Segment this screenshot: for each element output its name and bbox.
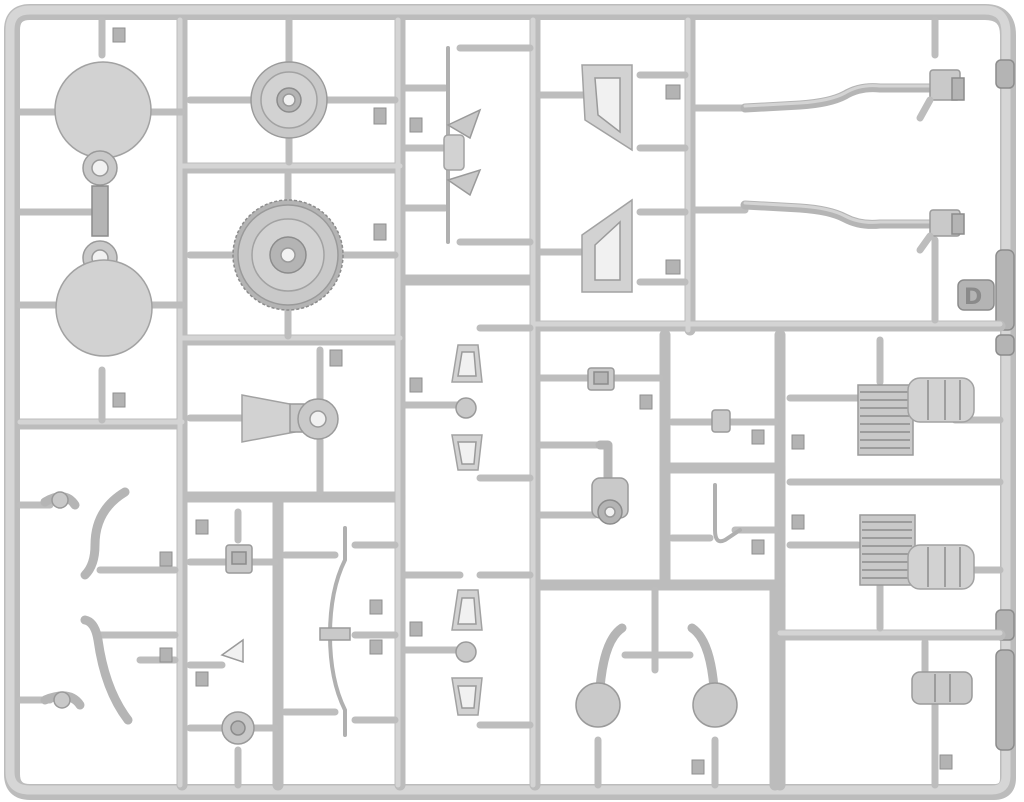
part-large-disc-group — [16, 16, 186, 424]
frame-side-stubs — [995, 59, 1015, 751]
part-lever-plates — [401, 324, 534, 729]
part-wheel-small — [186, 16, 399, 166]
cylinder-block-lower — [859, 514, 916, 586]
part-trapezoid-frames — [536, 64, 689, 293]
part-curved-arms — [16, 487, 179, 725]
part-gear-large — [186, 170, 399, 340]
part-twin-housings — [575, 586, 738, 789]
sprue-letter-badge: D — [957, 279, 995, 311]
sprue-runners — [14, 14, 1006, 791]
part-valve-pump — [536, 367, 664, 525]
part-brackets-pair — [401, 44, 534, 246]
disc-upper — [54, 61, 152, 159]
part-cylinder-blocks — [786, 336, 1004, 632]
part-small-cylinder — [911, 638, 973, 789]
disc-lower — [55, 259, 153, 357]
part-linkage-rod — [281, 526, 399, 737]
part-small-fittings — [186, 508, 279, 789]
cylinder-block-upper — [857, 384, 914, 456]
sprue-letter: D — [964, 285, 982, 310]
sprue-frame — [4, 4, 1016, 800]
part-exhaust-pipes — [691, 16, 965, 324]
part-fittings-small — [668, 409, 779, 555]
part-funnel — [186, 346, 343, 496]
